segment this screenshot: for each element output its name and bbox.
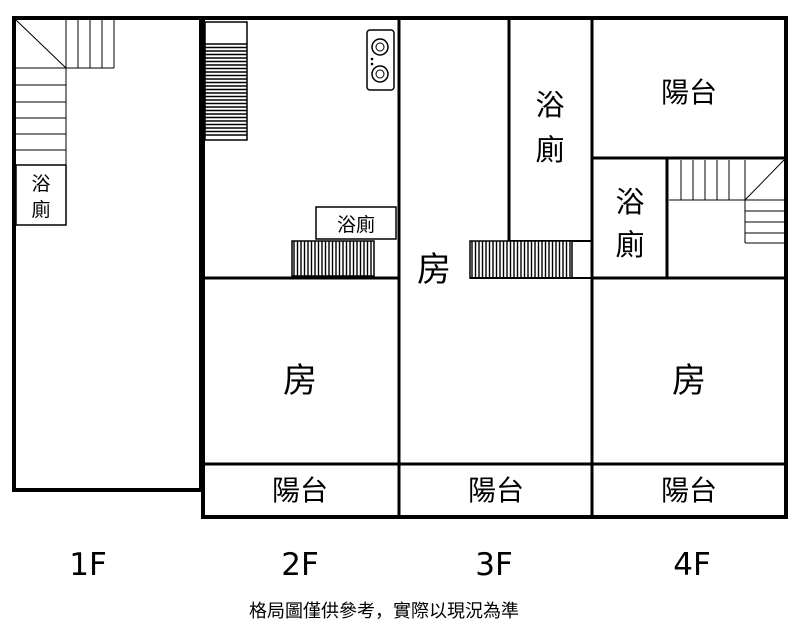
bath-label-4f-bottom: 廁	[615, 228, 644, 262]
room-label-2f: 房	[283, 361, 317, 401]
stair-1f	[15, 19, 115, 165]
bathroom-1f	[15, 164, 67, 226]
bath-label-1f-bottom: 廁	[31, 198, 50, 221]
footer-note: 格局圖僅供參考，實際以現況為準	[249, 601, 519, 622]
room-label-3f: 房	[417, 250, 451, 290]
bath-label-4f-top: 浴	[615, 185, 644, 219]
stove-icon	[366, 29, 395, 91]
upper-floors-outline	[201, 16, 788, 519]
floor-label-4f: 4F	[673, 547, 711, 583]
room-label-4f: 房	[672, 361, 706, 401]
floor-label-2f: 2F	[281, 547, 319, 583]
floor-label-1f: 1F	[69, 547, 107, 583]
floor-1f-plan: 浴 廁	[12, 16, 203, 492]
stair-2f-upper	[204, 21, 248, 141]
floor-4f-plan: 陽台 浴 廁 房 陽台	[592, 76, 786, 507]
bath-label-2f: 浴廁	[337, 213, 375, 236]
balcony-label-3f: 陽台	[468, 474, 524, 507]
floor-1f-outline	[12, 16, 203, 492]
bath-label-3f-bottom: 廁	[535, 133, 564, 167]
balcony-label-4f: 陽台	[661, 474, 717, 507]
balcony-label-2f: 陽台	[272, 474, 328, 507]
bathroom-2f	[315, 206, 397, 240]
bath-label-3f-top: 浴	[535, 88, 564, 122]
floor-2f-plan: 浴廁 房 陽台	[203, 21, 399, 507]
stair-4f	[669, 159, 785, 244]
floor-label-3f: 3F	[475, 547, 513, 583]
balcony-top-label-4f: 陽台	[661, 76, 717, 109]
bath-label-1f-top: 浴	[31, 173, 50, 195]
floor-3f-plan: 浴 廁 房 陽台	[417, 18, 592, 507]
